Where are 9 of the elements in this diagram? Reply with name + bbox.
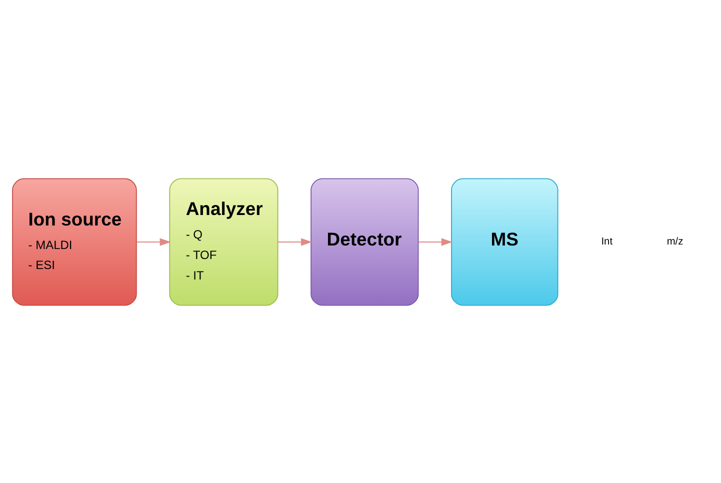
label: m/z xyxy=(666,236,684,248)
node-box: Detector xyxy=(310,178,419,306)
arrow xyxy=(136,238,171,246)
node-box: MS xyxy=(451,178,558,306)
arrow xyxy=(278,238,312,246)
arrow xyxy=(418,238,452,246)
node-box: Ion source - MALDI - ESI xyxy=(12,178,137,306)
node-box: Analyzer - Q - TOF - IT xyxy=(169,178,278,306)
label: Int xyxy=(601,236,613,248)
